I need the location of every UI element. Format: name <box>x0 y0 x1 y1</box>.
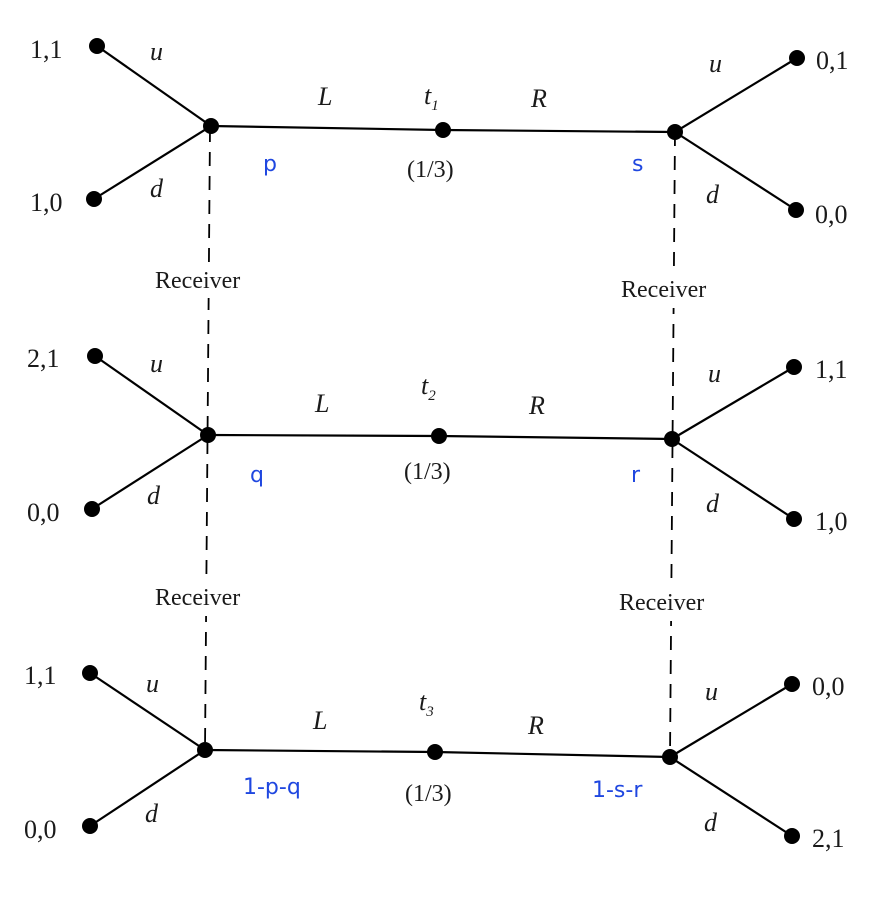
t3-type-label: t3 <box>419 687 434 720</box>
t2-right-d-label: d <box>706 489 720 518</box>
t3-right-belief: 1-s-r <box>592 778 643 803</box>
t3-right-d-edge <box>669 756 793 837</box>
receiver-label-left-lower: Receiver <box>155 585 240 611</box>
t1-right-u-label: u <box>709 49 722 78</box>
t3-right-d-payoff: 2,1 <box>812 824 845 853</box>
t2-left-action-label: L <box>314 389 329 418</box>
t1-right-d-terminal <box>788 202 804 218</box>
t2-right-u-payoff: 1,1 <box>815 355 848 384</box>
t2-right-receiver-node <box>664 431 680 447</box>
t1-right-u-payoff: 0,1 <box>816 46 849 75</box>
receiver-label-left-upper: Receiver <box>155 268 240 294</box>
t1-left-d-label: d <box>150 174 164 203</box>
t2-right-d-terminal <box>786 511 802 527</box>
t2-right-u-edge <box>671 366 795 440</box>
type-3-row: t3 L R (1/3) 1-p-q 1-s-r u d u d 1,1 0,0… <box>24 661 845 853</box>
t1-right-d-label: d <box>706 180 720 209</box>
t3-prior-label: (1/3) <box>405 781 452 807</box>
t2-type-label: t2 <box>421 371 436 404</box>
type-1-row: t1 L R (1/3) p s u d u d 1,1 1,0 0,1 0,0 <box>30 35 849 229</box>
t3-right-d-label: d <box>704 808 718 837</box>
t3-left-u-edge <box>89 672 206 751</box>
t1-left-receiver-node <box>203 118 219 134</box>
t2-left-d-edge <box>91 434 209 510</box>
t1-left-u-payoff: 1,1 <box>30 35 63 64</box>
t2-left-u-label: u <box>150 349 163 378</box>
t2-right-action-label: R <box>528 391 545 420</box>
t3-right-d-terminal <box>784 828 800 844</box>
t3-nature-node <box>427 744 443 760</box>
t2-left-d-terminal <box>84 501 100 517</box>
t3-right-signal-edge <box>434 750 671 759</box>
t2-prior-label: (1/3) <box>404 459 451 485</box>
t2-left-d-label: d <box>147 481 161 510</box>
t3-right-u-edge <box>669 683 793 758</box>
t3-left-belief: 1-p-q <box>243 775 301 800</box>
t1-right-action-label: R <box>530 84 547 113</box>
t1-nature-node <box>435 122 451 138</box>
t3-left-action-label: L <box>312 706 327 735</box>
t3-left-u-terminal <box>82 665 98 681</box>
t3-left-receiver-node <box>197 742 213 758</box>
t2-right-d-edge <box>671 438 795 520</box>
t3-right-u-terminal <box>784 676 800 692</box>
t1-right-u-terminal <box>789 50 805 66</box>
t3-left-u-label: u <box>146 669 159 698</box>
left-information-set-line <box>204 127 211 751</box>
t2-right-signal-edge <box>438 434 673 441</box>
t3-right-receiver-node <box>662 749 678 765</box>
t1-left-d-payoff: 1,0 <box>30 188 63 217</box>
receiver-label-right-lower: Receiver <box>619 590 704 616</box>
t1-left-u-terminal <box>89 38 105 54</box>
t1-left-u-label: u <box>150 37 163 66</box>
t1-right-u-edge <box>674 57 798 133</box>
t1-left-d-terminal <box>86 191 102 207</box>
t1-right-receiver-node <box>667 124 683 140</box>
t1-prior-label: (1/3) <box>407 157 454 183</box>
t1-left-d-edge <box>93 125 212 200</box>
t2-left-u-edge <box>94 355 209 436</box>
t2-right-belief: r <box>631 463 641 488</box>
t2-left-d-payoff: 0,0 <box>27 498 60 527</box>
t1-right-d-edge <box>674 131 797 211</box>
t3-right-u-label: u <box>705 677 718 706</box>
type-2-row: t2 L R (1/3) q r u d u d 2,1 0,0 1,1 1,0 <box>27 344 848 536</box>
t1-right-belief: s <box>632 152 643 177</box>
t1-left-action-label: L <box>317 82 332 111</box>
t3-left-u-payoff: 1,1 <box>24 661 57 690</box>
t1-left-u-edge <box>96 45 212 127</box>
t2-right-d-payoff: 1,0 <box>815 507 848 536</box>
t1-left-belief: p <box>263 152 277 177</box>
t1-type-label: t1 <box>424 81 439 114</box>
t2-right-u-terminal <box>786 359 802 375</box>
t3-right-u-payoff: 0,0 <box>812 672 845 701</box>
t2-left-receiver-node <box>200 427 216 443</box>
t2-right-u-label: u <box>708 359 721 388</box>
t2-left-signal-edge <box>207 433 440 438</box>
t3-left-d-terminal <box>82 818 98 834</box>
t3-left-d-payoff: 0,0 <box>24 815 57 844</box>
t3-left-d-edge <box>89 749 206 827</box>
t2-left-u-terminal <box>87 348 103 364</box>
t3-right-action-label: R <box>527 711 544 740</box>
receiver-label-right-upper: Receiver <box>621 277 706 303</box>
t1-right-d-payoff: 0,0 <box>815 200 848 229</box>
t3-left-signal-edge <box>204 748 436 754</box>
t3-left-d-label: d <box>145 799 159 828</box>
t2-nature-node <box>431 428 447 444</box>
t2-left-u-payoff: 2,1 <box>27 344 60 373</box>
t2-left-belief: q <box>250 463 264 488</box>
t1-left-signal-edge <box>210 124 444 132</box>
t1-right-signal-edge <box>442 128 676 134</box>
